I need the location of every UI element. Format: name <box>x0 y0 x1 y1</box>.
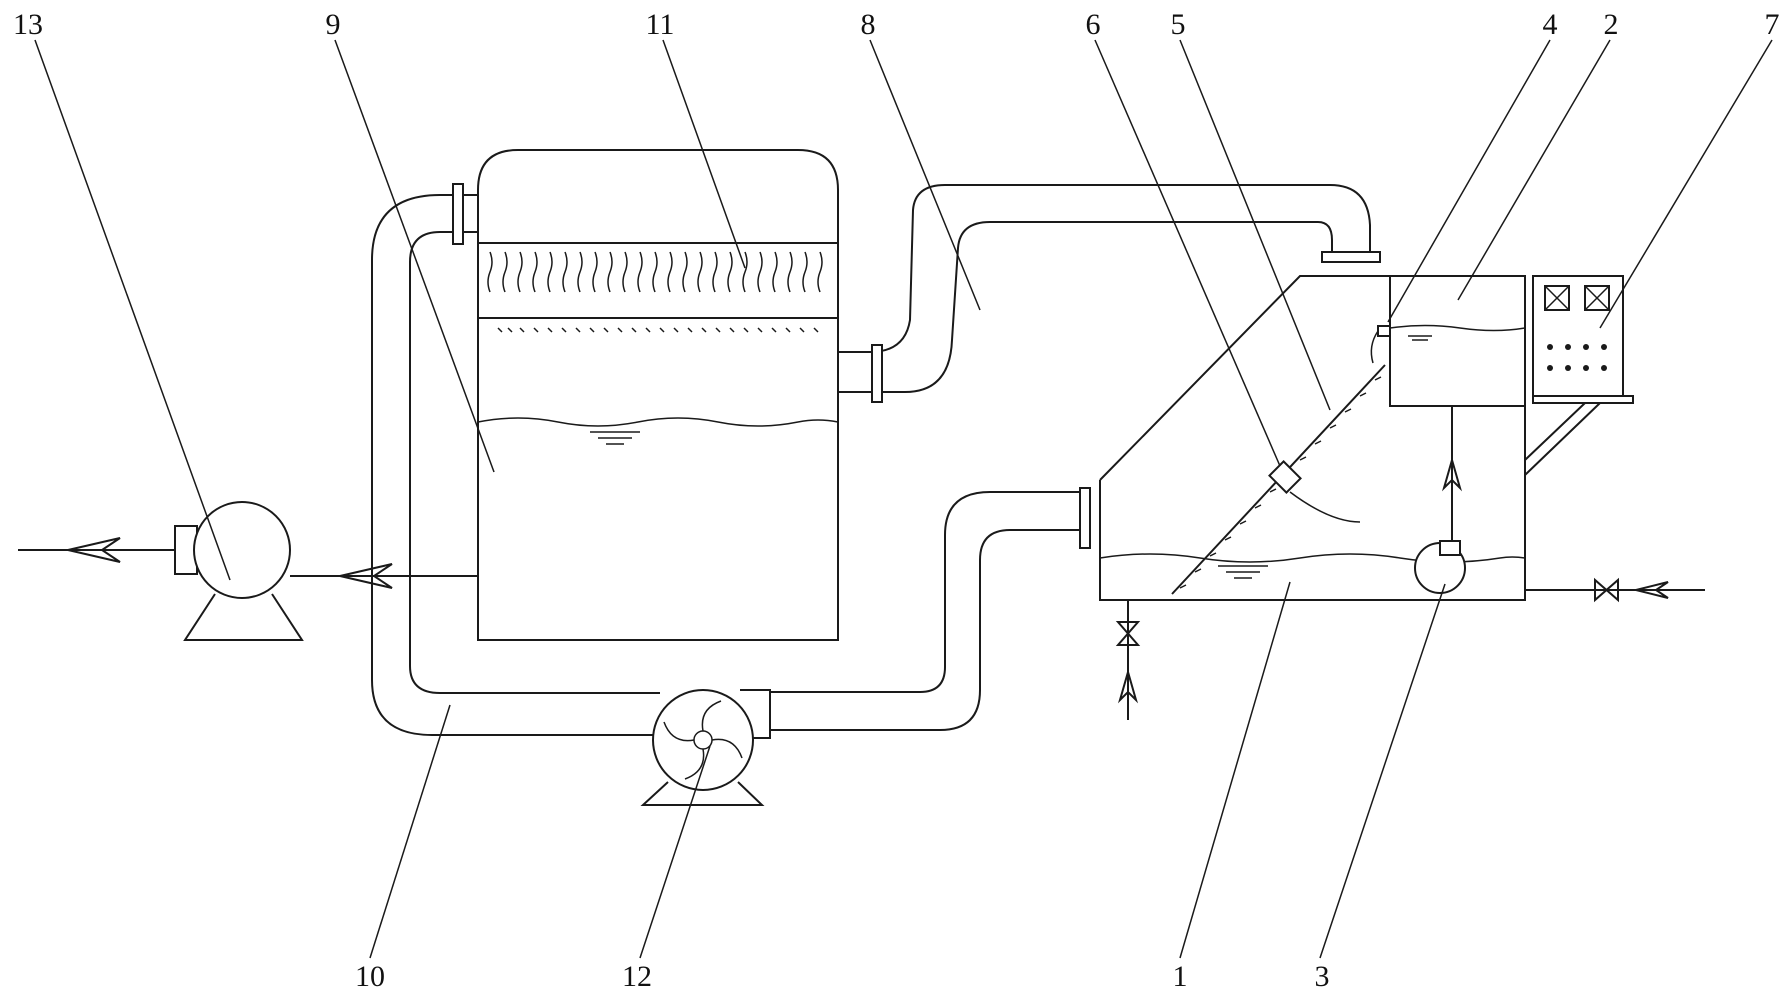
packing-media-11 <box>487 251 823 293</box>
label-12: 12 <box>622 960 652 993</box>
label-7: 7 <box>1765 8 1780 41</box>
tower-tank-9 <box>477 149 839 641</box>
fan-impeller-icon <box>663 700 743 780</box>
label-5: 5 <box>1171 8 1186 41</box>
return-pipe-10 <box>371 183 660 736</box>
inlet-arrow <box>1635 581 1669 599</box>
control-cabinet-7 <box>1524 275 1634 476</box>
submersible-pump-3 <box>1414 540 1466 594</box>
label-1: 1 <box>1173 960 1188 993</box>
label-11: 11 <box>646 8 675 41</box>
label-8: 8 <box>861 8 876 41</box>
label-13: 13 <box>13 8 43 41</box>
upper-chamber-2 <box>1370 275 1526 545</box>
label-10: 10 <box>355 960 385 993</box>
riser-arrow <box>1441 456 1463 492</box>
outlet-pump-13 <box>18 501 478 641</box>
fan-outlet-pipe <box>770 487 1091 731</box>
drain-arrow <box>1117 668 1139 704</box>
spray-nozzles <box>497 327 819 333</box>
label-3: 3 <box>1315 960 1330 993</box>
label-6: 6 <box>1086 8 1101 41</box>
blower-fan-12 <box>640 689 771 806</box>
leader-lines <box>34 39 1773 959</box>
tower-outlet-arrow <box>339 563 393 589</box>
label-2: 2 <box>1604 8 1619 41</box>
label-9: 9 <box>326 8 341 41</box>
scraper-6 <box>1268 460 1361 523</box>
gas-pipe-8 <box>838 184 1381 403</box>
water-level-symbol-tower <box>590 431 640 445</box>
main-tank-1 <box>1099 275 1526 720</box>
inlet-line-right <box>1525 577 1705 603</box>
number-labels: 13 9 11 8 6 5 4 2 7 10 12 1 3 <box>13 8 1780 993</box>
outlet-arrow <box>67 537 121 563</box>
label-4: 4 <box>1543 8 1558 41</box>
inlet-4 <box>1377 325 1391 337</box>
water-level-symbol-tank <box>1218 565 1268 579</box>
